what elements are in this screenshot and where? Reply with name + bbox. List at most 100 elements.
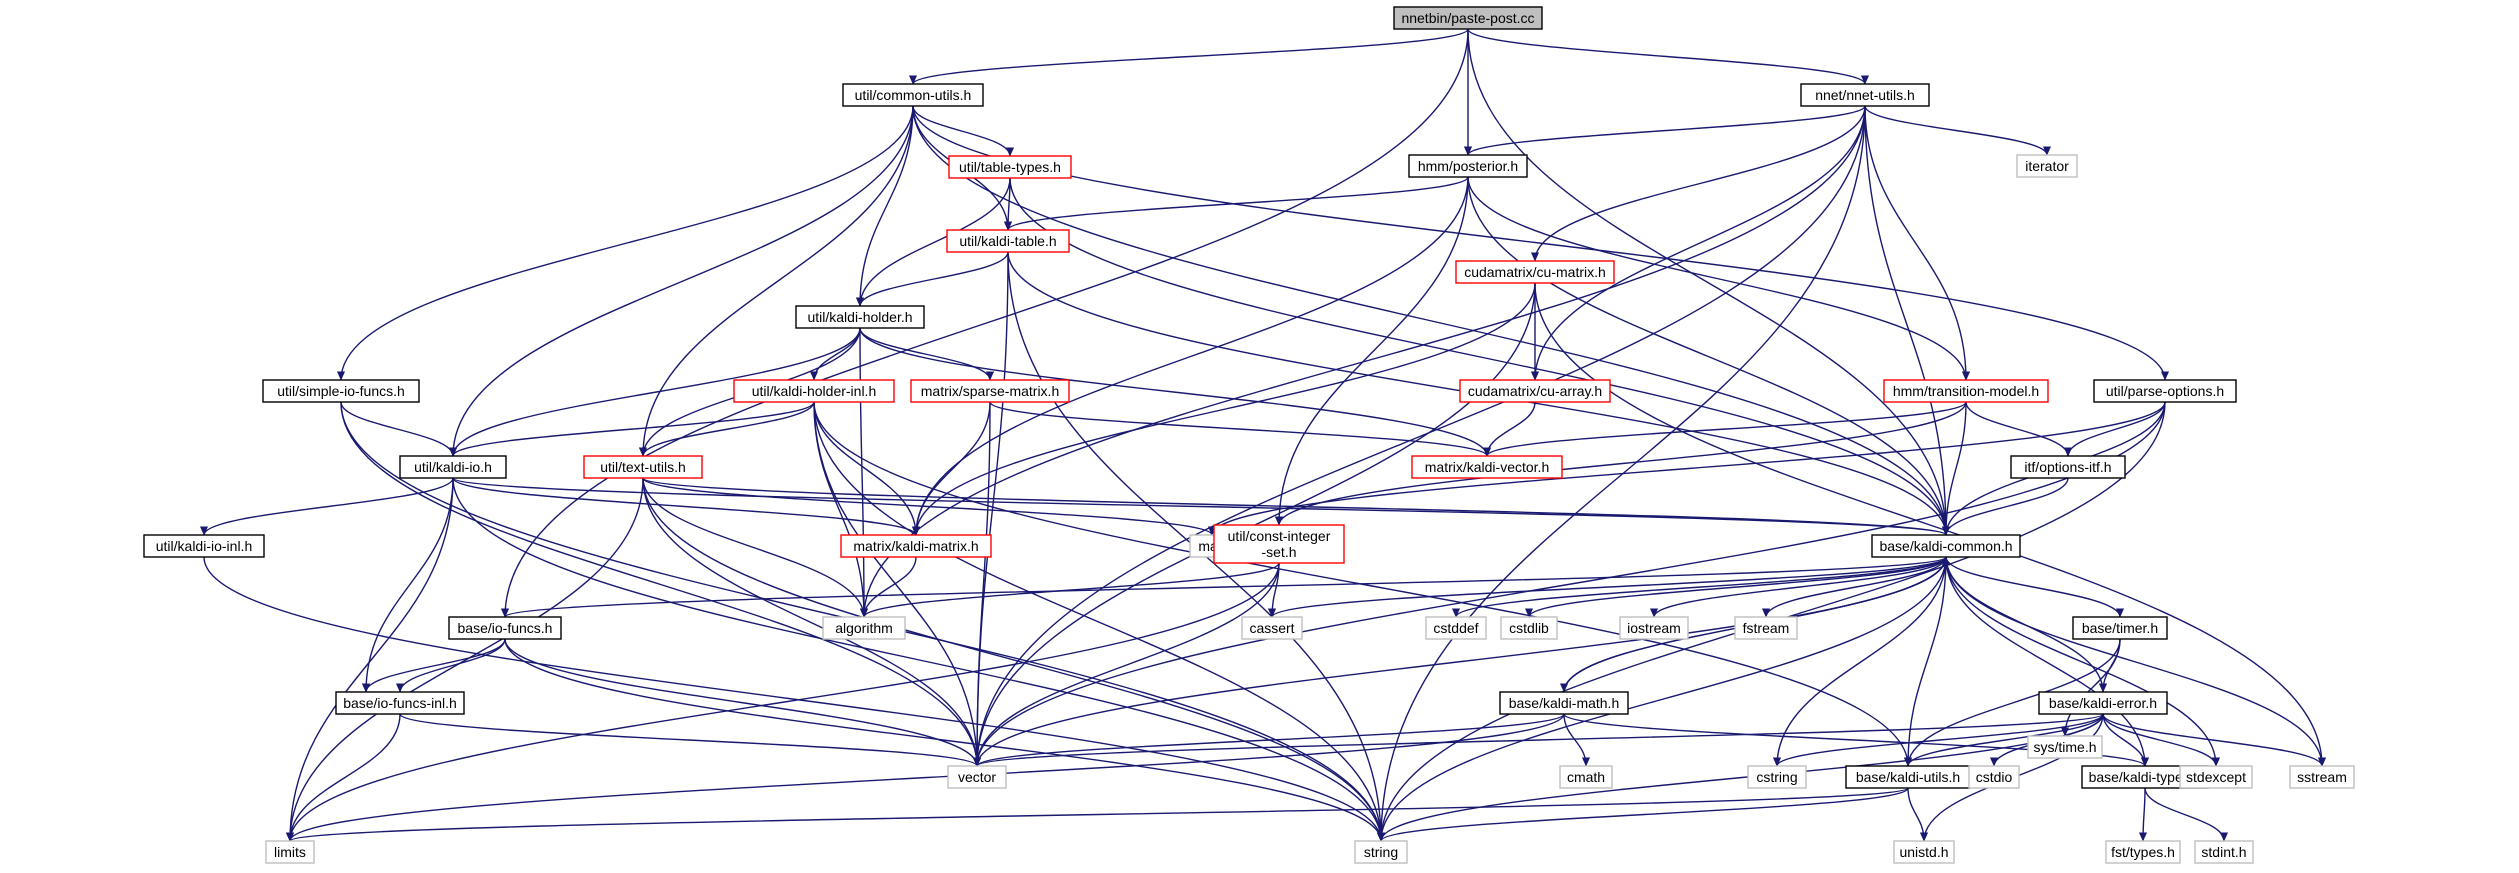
node-label: cudamatrix/cu-matrix.h	[1464, 264, 1606, 280]
node-label: base/io-funcs-inl.h	[343, 695, 457, 711]
dependency-edge	[1483, 401, 1967, 457]
node-box	[1500, 616, 1558, 640]
node-label: util/text-utils.h	[600, 459, 686, 475]
dependency-edge	[859, 105, 1866, 618]
node-box	[1393, 6, 1543, 30]
node-cu-matrix[interactable]: cudamatrix/cu-matrix.h	[1455, 260, 1615, 284]
dependency-edge	[1965, 401, 2073, 457]
node-io-funcs[interactable]: base/io-funcs.h	[448, 616, 562, 640]
node-kaldi-error[interactable]: base/kaldi-error.h	[2038, 691, 2168, 715]
node-kaldi-matrix[interactable]: matrix/kaldi-matrix.h	[840, 534, 992, 558]
node-kaldi-utils[interactable]: base/kaldi-utils.h	[1845, 765, 1971, 789]
node-transition-model[interactable]: hmm/transition-model.h	[1883, 379, 2049, 403]
node-cu-array[interactable]: cudamatrix/cu-array.h	[1459, 379, 1611, 403]
node-kaldi-holder-inl[interactable]: util/kaldi-holder-inl.h	[733, 379, 895, 403]
node-box	[840, 534, 992, 558]
dependency-edge	[855, 177, 1011, 307]
dependency-edge	[336, 105, 914, 381]
dependency-edge	[1563, 713, 1591, 767]
node-kaldi-types[interactable]: base/kaldi-types.h	[2081, 765, 2209, 789]
node-sparse-matrix[interactable]: matrix/sparse-matrix.h	[910, 379, 1070, 403]
node-label: hmm/transition-model.h	[1893, 383, 2039, 399]
node-label: base/timer.h	[2082, 620, 2158, 636]
dependency-edge	[1941, 477, 2069, 536]
dependency-edge	[361, 477, 454, 693]
node-string: string	[1354, 840, 1408, 864]
node-label: fstream	[1743, 620, 1790, 636]
node-timer[interactable]: base/timer.h	[2072, 616, 2168, 640]
dependency-edge	[1268, 556, 1947, 618]
node-label: util/kaldi-holder.h	[807, 309, 912, 325]
dependency-edge	[642, 477, 1386, 842]
dependency-edge	[1376, 556, 1947, 842]
node-label: base/kaldi-error.h	[2049, 695, 2157, 711]
node-common-utils[interactable]: util/common-utils.h	[842, 83, 984, 107]
dependency-edge	[912, 105, 1015, 157]
node-box	[1883, 379, 2049, 403]
dependency-edge	[1534, 282, 2327, 767]
dependency-edge	[1208, 401, 2166, 536]
node-label: sys/time.h	[2033, 739, 2096, 755]
node-const-integer-set[interactable]: util/const-integer-set.h	[1213, 524, 1345, 564]
node-posterior[interactable]: hmm/posterior.h	[1408, 154, 1528, 178]
node-parse-options[interactable]: util/parse-options.h	[2093, 379, 2237, 403]
node-kaldi-table[interactable]: util/kaldi-table.h	[946, 229, 1070, 253]
dependency-edge	[448, 105, 914, 457]
dependency-edge	[859, 327, 1491, 457]
node-unistd: unistd.h	[1893, 840, 1955, 864]
node-label: unistd.h	[1899, 844, 1948, 860]
node-label: base/kaldi-utils.h	[1856, 769, 1960, 785]
node-io-funcs-inl[interactable]: base/io-funcs-inl.h	[335, 691, 465, 715]
dependency-edge	[1945, 556, 2327, 767]
node-label: hmm/posterior.h	[1418, 158, 1518, 174]
node-label: itf/options-itf.h	[2024, 459, 2111, 475]
dependency-edge	[361, 638, 506, 693]
dependency-edge	[642, 477, 869, 618]
node-kaldi-io-inl[interactable]: util/kaldi-io-inl.h	[143, 534, 265, 558]
node-kaldi-common[interactable]: base/kaldi-common.h	[1871, 534, 2021, 558]
node-box	[1968, 765, 2020, 789]
node-label: util/simple-io-funcs.h	[277, 383, 405, 399]
dependency-edge	[1864, 105, 2051, 156]
node-label: fst/types.h	[2111, 844, 2175, 860]
node-box	[2027, 735, 2103, 759]
dependency-edge	[809, 327, 861, 381]
node-kaldi-io[interactable]: util/kaldi-io.h	[399, 455, 507, 479]
node-cmath: cmath	[1559, 765, 1613, 789]
dependency-edge	[286, 562, 1280, 842]
node-simple-io-funcs[interactable]: util/simple-io-funcs.h	[262, 379, 420, 403]
dependency-edge	[1274, 176, 1469, 526]
node-text-utils[interactable]: util/text-utils.h	[583, 455, 703, 479]
node-sys-time: sys/time.h	[2027, 735, 2103, 759]
dependency-edge	[972, 105, 1866, 767]
dependency-edge	[1467, 176, 1951, 536]
node-box	[1354, 840, 1408, 864]
node-label: cudamatrix/cu-array.h	[1468, 383, 1602, 399]
node-label: sstream	[2297, 769, 2347, 785]
node-box	[1241, 616, 1303, 640]
dependency-edge	[1864, 105, 1951, 536]
dependency-edge	[859, 327, 869, 618]
node-nnet-utils[interactable]: nnet/nnet-utils.h	[1800, 83, 1930, 107]
dependency-edge	[639, 401, 815, 457]
dependency-edge	[1530, 105, 1866, 262]
node-kaldi-math[interactable]: base/kaldi-math.h	[1499, 691, 1629, 715]
node-box	[2038, 691, 2168, 715]
dependency-edge	[1275, 401, 1967, 526]
node-options-itf[interactable]: itf/options-itf.h	[2010, 455, 2126, 479]
dependency-edge	[504, 638, 981, 767]
dependency-edge	[642, 477, 1950, 536]
node-table-types[interactable]: util/table-types.h	[948, 155, 1072, 179]
node-label: vector	[958, 769, 996, 785]
dependency-edge	[286, 787, 1909, 842]
dependency-edge	[1525, 556, 1947, 618]
dependency-edge	[286, 713, 1565, 842]
node-label: string	[1364, 844, 1398, 860]
node-paste-post[interactable]: nnetbin/paste-post.cc	[1393, 6, 1543, 30]
node-sstream: sstream	[2289, 765, 2355, 789]
node-box	[2194, 840, 2254, 864]
node-kaldi-holder[interactable]: util/kaldi-holder.h	[795, 305, 925, 329]
node-label: stdint.h	[2201, 844, 2246, 860]
node-label: cstdio	[1976, 769, 2013, 785]
node-kaldi-vector[interactable]: matrix/kaldi-vector.h	[1411, 455, 1563, 479]
